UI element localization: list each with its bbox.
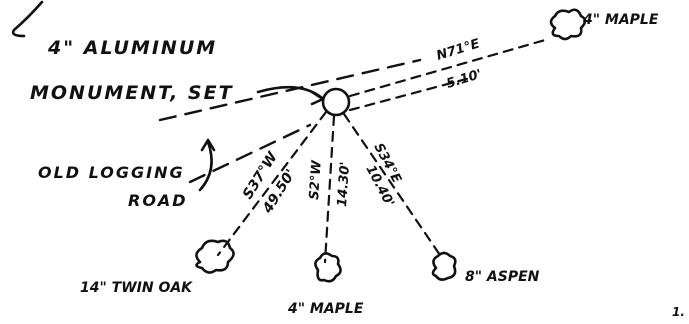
tree-symbol-s-maple (314, 252, 342, 283)
distance-s: 14.30' (335, 161, 353, 207)
road-lower-edge (188, 123, 312, 184)
monument-label-line2: MONUMENT, SET (30, 82, 234, 104)
corner-bracket (11, 0, 44, 38)
line-to-ne-maple-2 (348, 76, 472, 112)
road-label-line2: ROAD (128, 191, 188, 210)
monument-arrowhead (310, 90, 325, 106)
line-to-s-maple (323, 114, 336, 264)
road-label-line1: OLD LOGGING (38, 163, 185, 182)
road-upper-edge (158, 58, 422, 122)
tree-symbol-twin-oak (195, 239, 235, 274)
line-to-twin-oak (216, 110, 328, 257)
tree-symbol-aspen (431, 251, 457, 281)
road-arrowhead (200, 138, 216, 152)
monument-symbol (321, 87, 351, 117)
tree-label-twin-oak: 14" TWIN OAK (80, 280, 193, 296)
tree-label-s-maple: 4" MAPLE (287, 301, 364, 317)
road-arrow (198, 140, 213, 192)
bearing-s: S2°W (307, 159, 325, 200)
corner-mark: 1. (672, 305, 685, 319)
tree-label-ne-maple: 4" MAPLE (582, 12, 659, 28)
tree-symbol-ne-maple (549, 8, 587, 41)
line-to-aspen (342, 112, 444, 260)
line-to-ne-maple (348, 38, 547, 98)
distance-ne: 5.10' (445, 67, 484, 92)
tree-label-aspen: 8" ASPEN (465, 269, 540, 285)
monument-label-line1: 4" ALUMINUM (47, 37, 217, 59)
